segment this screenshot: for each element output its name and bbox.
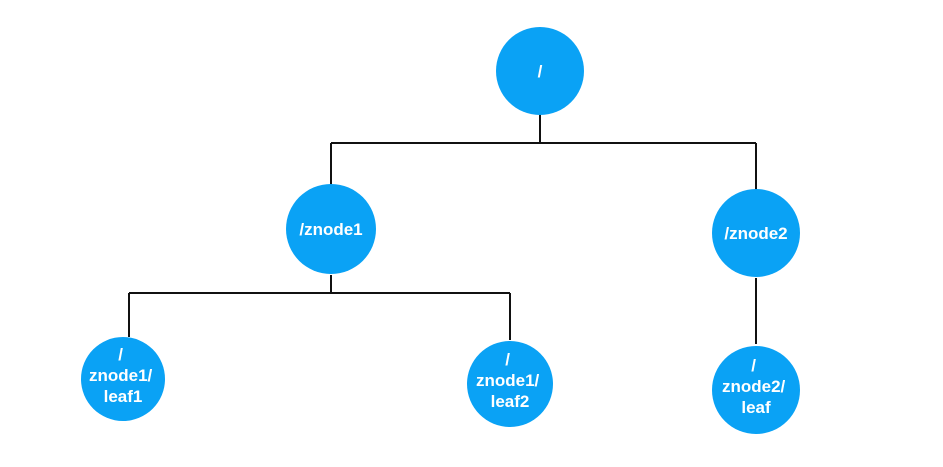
node-root: / (496, 27, 584, 115)
node-znode1-leaf1-circle (81, 337, 165, 421)
node-znode2-leaf: / znode2/ leaf (712, 346, 800, 434)
node-znode2-leaf-label-line-1: / (751, 356, 756, 375)
node-znode2-leaf-label: / znode2/ leaf (722, 356, 790, 417)
node-znode1-leaf1: / znode1/ leaf1 (81, 337, 165, 421)
node-znode1-leaf1-label-line-2: znode1/ (89, 366, 153, 385)
node-znode1-leaf2-label: / znode1/ leaf2 (476, 350, 544, 411)
node-znode1-leaf1-label-line-3: leaf1 (104, 387, 143, 406)
node-root-label-line: / (538, 62, 543, 81)
node-znode2-leaf-label-line-3: leaf (741, 398, 771, 417)
node-znode1-leaf2: / znode1/ leaf2 (467, 341, 553, 427)
node-znode1-circle (286, 184, 376, 274)
node-root-label: / (538, 62, 543, 81)
node-znode2-leaf-circle (712, 346, 800, 434)
node-znode1-leaf2-circle (467, 341, 553, 427)
node-znode1-label: /znode1 (299, 220, 362, 239)
node-znode1-leaf2-label-line-3: leaf2 (491, 392, 530, 411)
node-znode1-leaf2-label-line-2: znode1/ (476, 371, 540, 390)
node-znode2-leaf-label-line-2: znode2/ (722, 377, 786, 396)
node-znode1: /znode1 (286, 184, 376, 274)
node-znode1-label-line: /znode1 (299, 220, 362, 239)
node-znode1-leaf1-label: / znode1/ leaf1 (89, 345, 157, 406)
node-znode2-label-line: /znode2 (724, 224, 787, 243)
node-znode2: /znode2 (712, 189, 800, 277)
node-root-circle (496, 27, 584, 115)
node-znode1-leaf1-label-line-1: / (118, 345, 123, 364)
node-znode2-label: /znode2 (724, 224, 787, 243)
node-znode2-circle (712, 189, 800, 277)
node-znode1-leaf2-label-line-1: / (505, 350, 510, 369)
